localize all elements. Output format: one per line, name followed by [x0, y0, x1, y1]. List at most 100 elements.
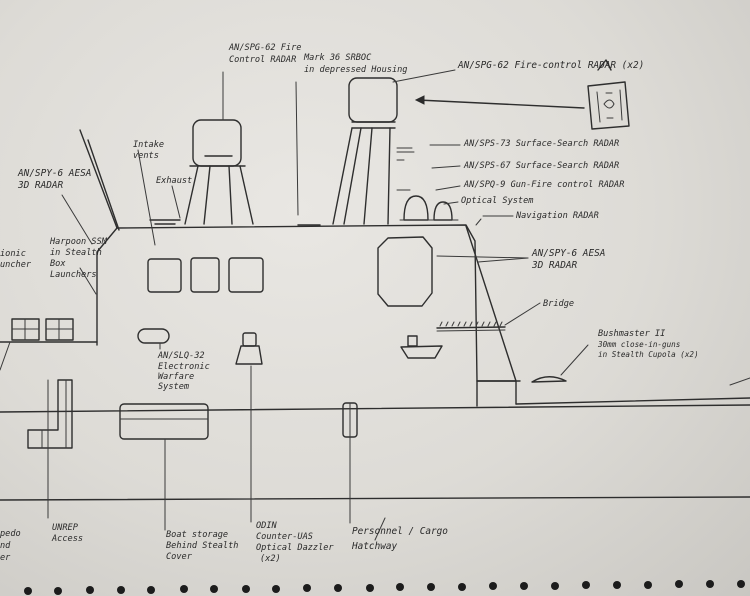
svg-text:Exhaust: Exhaust: [156, 176, 192, 186]
svg-text:ionic: ionic: [0, 249, 26, 259]
svg-text:uncher: uncher: [0, 260, 32, 270]
svg-text:(x2): (x2): [260, 554, 281, 564]
label-bushmaster-1: Bushmaster II: [598, 329, 665, 339]
harpoon-box-launchers: [11, 318, 74, 341]
svg-text:3D RADAR: 3D RADAR: [531, 260, 578, 271]
unrep-door: [27, 379, 73, 449]
label-aesa-left-2: 3D RADAR: [17, 180, 64, 191]
label-srboc-2: in depressed Housing: [304, 65, 407, 75]
label-spq9: AN/SPQ-9 Gun-Fire control RADAR: [463, 180, 624, 190]
svg-text:Navigation RADAR: Navigation RADAR: [515, 211, 599, 221]
svg-text:AN/SPG-62 Fire-control RADAR (: AN/SPG-62 Fire-control RADAR (x2): [457, 60, 644, 71]
svg-text:System: System: [158, 382, 189, 392]
label-bushmaster-3: in Stealth Cupola (x2): [598, 350, 699, 359]
svg-text:Bridge: Bridge: [543, 299, 574, 309]
label-slq32-4: System: [158, 382, 189, 392]
label-navigation: Navigation RADAR: [515, 211, 599, 221]
svg-text:Optical Dazzler: Optical Dazzler: [256, 543, 334, 553]
label-aesa-right-1: AN/SPY-6 AESA: [531, 248, 605, 259]
slq32-pod: [137, 328, 170, 344]
label-odin-3: Optical Dazzler: [256, 543, 334, 553]
superstructure-outline: [0, 129, 750, 501]
label-aesa-left-1: AN/SPY-6 AESA: [17, 168, 91, 179]
svg-text:Bushmaster II: Bushmaster II: [598, 329, 665, 339]
svg-text:pedo: pedo: [0, 529, 21, 539]
label-aesa-right-2: 3D RADAR: [531, 260, 578, 271]
label-torpedo-bottom-2: nd: [0, 541, 11, 551]
label-odin-2: Counter-UAS: [256, 532, 313, 542]
label-fire-control-top-1: AN/SPG-62 Fire: [228, 43, 301, 53]
deck-detail-lines: [149, 81, 321, 226]
label-sps67: AN/SPS-67 Surface-Search RADAR: [463, 161, 619, 171]
label-fire-control-top-2: Control RADAR: [229, 55, 296, 65]
svg-text:in Stealth: in Stealth: [50, 248, 102, 258]
optical-and-spq9-domes: [399, 195, 482, 226]
label-srboc-1: Mark 36 SRBOC: [303, 53, 372, 63]
label-torpedo-bottom-3: er: [0, 553, 11, 563]
svg-text:Behind Stealth: Behind Stealth: [166, 541, 238, 551]
svg-text:Launchers: Launchers: [50, 270, 97, 280]
svg-text:Access: Access: [51, 534, 83, 544]
svg-text:Boat storage: Boat storage: [166, 530, 228, 540]
svg-text:30mm close-in-guns: 30mm close-in-guns: [597, 340, 680, 349]
svg-text:Counter-UAS: Counter-UAS: [256, 532, 313, 542]
svg-text:vents: vents: [133, 151, 159, 161]
svg-text:AN/SPY-6 AESA: AN/SPY-6 AESA: [531, 248, 605, 259]
svg-text:UNREP: UNREP: [52, 523, 79, 533]
label-boat-1: Boat storage: [166, 530, 228, 540]
label-slq32-1: AN/SLQ-32: [157, 351, 205, 361]
label-bushmaster-2: 30mm close-in-guns: [597, 340, 680, 349]
label-fire-control-x2: AN/SPG-62 Fire-control RADAR (x2): [457, 60, 644, 71]
notebook-perforations: [24, 580, 745, 595]
svg-text:Warfare: Warfare: [158, 372, 194, 382]
label-sps73: AN/SPS-73 Surface-Search RADAR: [463, 139, 619, 149]
small-boat-outline: [400, 335, 443, 359]
svg-text:Control RADAR: Control RADAR: [229, 55, 296, 65]
svg-text:Harpoon SSM: Harpoon SSM: [49, 237, 108, 247]
label-unrep-1: UNREP: [52, 523, 79, 533]
svg-text:AN/SPS-67 Surface-Search RADAR: AN/SPS-67 Surface-Search RADAR: [463, 161, 619, 171]
label-odin-1: ODIN: [256, 521, 278, 531]
svg-text:Personnel / Cargo: Personnel / Cargo: [352, 526, 448, 537]
label-intake-2: vents: [133, 151, 159, 161]
svg-text:AN/SPY-6 AESA: AN/SPY-6 AESA: [17, 168, 91, 179]
svg-text:in depressed Housing: in depressed Housing: [304, 65, 407, 75]
svg-text:3D RADAR: 3D RADAR: [17, 180, 64, 191]
label-unrep-2: Access: [51, 534, 83, 544]
label-slq32-3: Warfare: [158, 372, 194, 382]
label-bridge: Bridge: [543, 299, 574, 309]
fire-control-radar-inset: [587, 59, 630, 130]
label-slq32-2: Electronic: [158, 362, 210, 372]
svg-text:AN/SLQ-32: AN/SLQ-32: [157, 351, 205, 361]
svg-text:in Stealth Cupola (x2): in Stealth Cupola (x2): [598, 350, 699, 359]
label-harpoon-4: Launchers: [50, 270, 97, 280]
label-boat-2: Behind Stealth: [166, 541, 238, 551]
svg-text:Box: Box: [50, 259, 66, 269]
odin-dazzler: [235, 332, 263, 365]
leader-lines: [47, 69, 589, 541]
label-personnel-1: Personnel / Cargo: [352, 526, 448, 537]
svg-text:ODIN: ODIN: [256, 521, 278, 531]
label-harpoon-1: Harpoon SSM: [49, 237, 108, 247]
label-harpoon-2: in Stealth: [50, 248, 102, 258]
svg-text:Optical System: Optical System: [461, 196, 533, 206]
svg-text:Hatchway: Hatchway: [351, 541, 398, 552]
label-intake-1: Intake: [133, 140, 164, 150]
svg-text:er: er: [0, 553, 11, 563]
svg-text:Electronic: Electronic: [158, 362, 210, 372]
svg-text:AN/SPQ-9 Gun-Fire control RADA: AN/SPQ-9 Gun-Fire control RADAR: [463, 180, 624, 190]
label-torpedo-bottom-1: pedo: [0, 529, 21, 539]
label-optical: Optical System: [461, 196, 533, 206]
svg-text:AN/SPS-73 Surface-Search RADAR: AN/SPS-73 Surface-Search RADAR: [463, 139, 619, 149]
svg-text:nd: nd: [0, 541, 11, 551]
hangar-panels: [147, 257, 264, 293]
label-odin-4: (x2): [260, 554, 281, 564]
label-personnel-2: Hatchway: [351, 541, 398, 552]
svg-text:AN/SPG-62 Fire: AN/SPG-62 Fire: [228, 43, 301, 53]
annotation-labels: AN/SPY-6 AESA 3D RADAR AN/SPG-62 Fire Co…: [0, 43, 699, 564]
label-launcher-1: ionic: [0, 249, 26, 259]
label-harpoon-3: Box: [50, 259, 66, 269]
label-boat-3: Cover: [166, 552, 193, 562]
